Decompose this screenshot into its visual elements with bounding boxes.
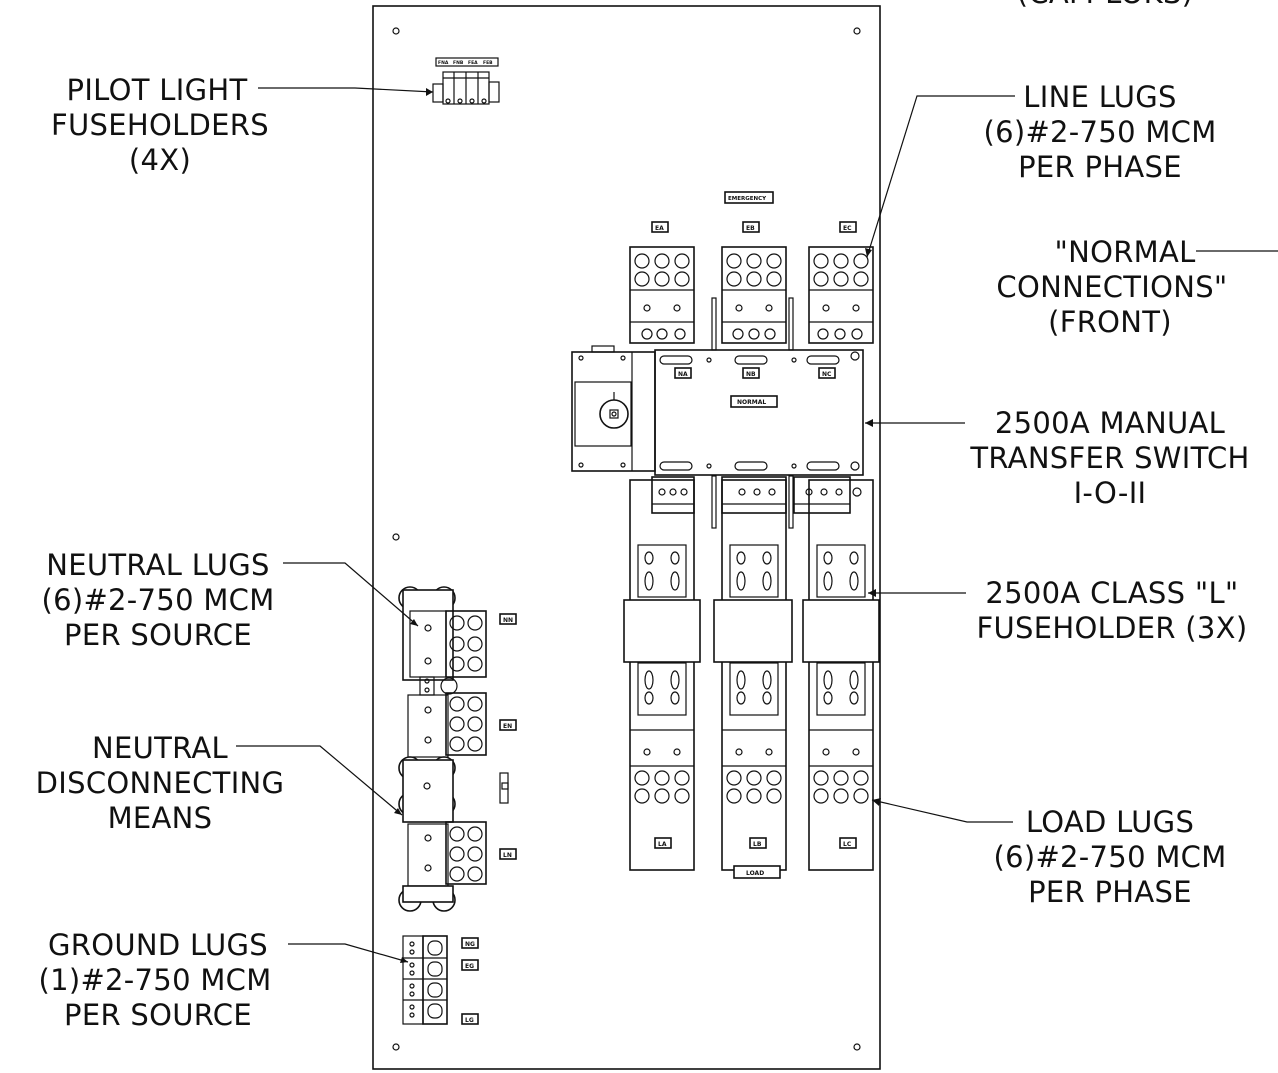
callout-line: (6)#2-750 MCM <box>983 115 1216 149</box>
callout-line: CONNECTIONS" <box>996 270 1227 304</box>
line-lug-block-b <box>721 246 787 344</box>
mounting-hole <box>392 533 400 541</box>
normal-tag: NORMAL <box>737 399 766 406</box>
callout-line: PER SOURCE <box>64 998 252 1032</box>
lb-tag: LB <box>753 841 762 848</box>
pilot-fuse-tag: FEB <box>483 60 493 66</box>
emergency-tag: EMERGENCY <box>728 196 767 202</box>
callout-line: LINE LUGS <box>1023 80 1176 114</box>
mounting-hole <box>853 1043 861 1051</box>
nc-tag: NC <box>822 371 832 378</box>
leader-lines <box>236 87 1278 963</box>
ln-tag: LN <box>503 852 512 859</box>
callout-line: PER PHASE <box>1018 150 1182 184</box>
callout-line: MEANS <box>108 801 213 835</box>
manual-transfer-switch: NA NB NC NORMAL <box>654 349 864 476</box>
callout-normal-connections: "NORMAL CONNECTIONS" (FRONT) <box>996 235 1227 339</box>
pilot-light-fuseholders: FNA FNB FEA FEB <box>432 57 500 105</box>
callout-line: (FRONT) <box>1048 305 1172 339</box>
callout-pilot-light: PILOT LIGHT FUSEHOLDERS (4X) <box>51 73 269 177</box>
ec-tag: EC <box>843 225 852 232</box>
na-tag: NA <box>678 371 688 378</box>
callout-line: GROUND LUGS <box>48 928 268 962</box>
lg-tag: LG <box>465 1017 474 1024</box>
callout-line: NEUTRAL <box>92 731 228 765</box>
callout-line: PER PHASE <box>1028 875 1192 909</box>
callout-load-lugs: LOAD LUGS (6)#2-750 MCM PER PHASE <box>993 805 1226 909</box>
callout-line: TRANSFER SWITCH <box>969 441 1249 475</box>
callout-line: I-O-II <box>1074 476 1147 510</box>
normal-terminal-block-c <box>793 476 862 514</box>
callout-line: FUSEHOLDERS <box>51 108 269 142</box>
nb-tag: NB <box>746 371 756 378</box>
callout-line: (4X) <box>129 143 191 177</box>
backplate <box>372 5 881 1070</box>
class-l-fuseholder-a <box>623 479 701 871</box>
ground-lug-block: NG EG LG <box>402 935 479 1025</box>
eb-tag: EB <box>746 225 755 232</box>
callout-line-lugs: LINE LUGS (6)#2-750 MCM PER PHASE <box>983 80 1216 184</box>
pilot-fuse-tag: FNB <box>453 60 464 66</box>
class-l-fuseholder-b <box>713 479 793 871</box>
callout-line: (6)#2-750 MCM <box>993 840 1226 874</box>
emergency-labels: EMERGENCY EA EB EC <box>651 191 857 233</box>
callout-cam-loks: (CAM-LOKS) <box>1017 0 1194 10</box>
pilot-fuse-tag: FNA <box>438 60 449 66</box>
callout-line: PILOT LIGHT <box>67 73 248 107</box>
callout-line: FUSEHOLDER (3X) <box>977 611 1248 645</box>
mounting-hole <box>853 27 861 35</box>
callout-line: DISCONNECTING <box>36 766 285 800</box>
neutral-assembly: NN EN LN <box>398 586 517 912</box>
callout-line: LOAD LUGS <box>1026 805 1194 839</box>
en-tag: EN <box>503 723 512 730</box>
callout-line: (6)#2-750 MCM <box>41 583 274 617</box>
callout-line: "NORMAL <box>1054 235 1195 269</box>
line-lug-block-a <box>629 246 695 344</box>
class-l-fuseholder-c <box>802 479 880 871</box>
line-lug-block-c <box>808 246 874 344</box>
callout-neutral-lugs: NEUTRAL LUGS (6)#2-750 MCM PER SOURCE <box>41 548 274 652</box>
mounting-hole <box>392 1043 400 1051</box>
callout-line: (1)#2-750 MCM <box>38 963 271 997</box>
callout-class-l: 2500A CLASS "L" FUSEHOLDER (3X) <box>977 576 1248 645</box>
mounting-hole <box>392 27 400 35</box>
callout-line: PER SOURCE <box>64 618 252 652</box>
ea-tag: EA <box>655 225 664 232</box>
lc-tag: LC <box>843 841 852 848</box>
eg-tag: EG <box>465 963 474 970</box>
nn-tag: NN <box>503 617 513 624</box>
load-tag: LOAD <box>746 870 764 877</box>
callout-line: (CAM-LOKS) <box>1017 0 1194 10</box>
callout-line: 2500A CLASS "L" <box>985 576 1238 610</box>
normal-terminal-block-b <box>721 476 787 514</box>
callout-transfer-switch: 2500A MANUAL TRANSFER SWITCH I-O-II <box>969 406 1249 510</box>
load-labels: LA LB LC LOAD <box>654 837 857 879</box>
callout-line: 2500A MANUAL <box>995 406 1225 440</box>
callout-neutral-disconnect: NEUTRAL DISCONNECTING MEANS <box>36 731 285 835</box>
operating-handle <box>571 345 656 472</box>
la-tag: LA <box>658 841 667 848</box>
callout-ground-lugs: GROUND LUGS (1)#2-750 MCM PER SOURCE <box>38 928 271 1032</box>
ng-tag: NG <box>465 941 475 948</box>
callout-line: NEUTRAL LUGS <box>46 548 270 582</box>
normal-terminal-block-a <box>651 476 695 514</box>
pilot-fuse-tag: FEA <box>468 60 478 66</box>
